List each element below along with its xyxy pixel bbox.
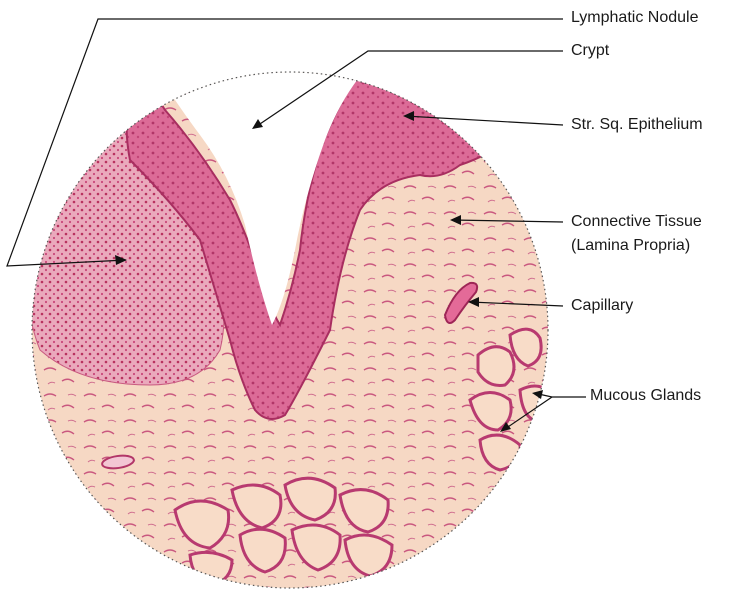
label-crypt: Crypt (571, 41, 609, 61)
label-lymphatic-nodule: Lymphatic Nodule (571, 8, 698, 28)
label-capillary: Capillary (571, 296, 633, 316)
label-lamina-propria: (Lamina Propria) (571, 236, 690, 256)
label-connective-tissue: Connective Tissue (571, 212, 702, 232)
label-epithelium: Str. Sq. Epithelium (571, 115, 703, 135)
label-mucous-glands: Mucous Glands (590, 386, 701, 406)
